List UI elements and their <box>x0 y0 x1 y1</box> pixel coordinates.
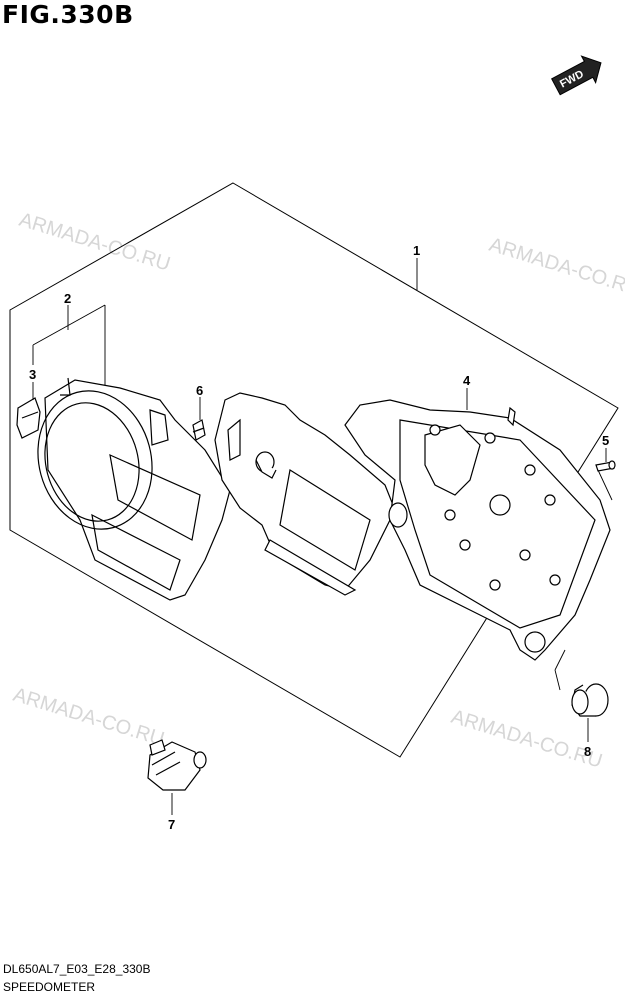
watermark-1: ARMADA-CO.RU <box>17 209 173 276</box>
grommet-part <box>571 683 609 717</box>
callout-6: 6 <box>196 383 203 398</box>
callout-4: 4 <box>463 373 471 388</box>
meter-cover-part <box>37 377 231 601</box>
callout-5: 5 <box>602 433 609 448</box>
bracket-part <box>192 419 206 441</box>
meter-lens-part <box>214 392 396 596</box>
callout-1: 1 <box>413 243 420 258</box>
coupler-part <box>147 739 207 791</box>
callout-2: 2 <box>64 291 71 306</box>
meter-case-part <box>344 399 611 661</box>
leader-lines <box>32 258 613 815</box>
callout-3: 3 <box>29 367 36 382</box>
forward-arrow-icon: FWD <box>551 55 602 96</box>
screw-part <box>595 460 616 472</box>
watermark-4: ARMADA-CO.RU <box>11 684 167 751</box>
cushion-clip-part <box>16 397 41 439</box>
diagram-code: DL650AL7_E03_E28_330B <box>3 962 151 976</box>
callout-7: 7 <box>168 817 175 832</box>
callout-8: 8 <box>584 744 591 759</box>
figure-title: FIG.330B <box>2 0 134 29</box>
diagram-name: SPEEDOMETER <box>3 980 96 994</box>
watermark-2: ARMADA-CO.RU <box>487 234 625 301</box>
assembly-outline <box>9 182 619 758</box>
